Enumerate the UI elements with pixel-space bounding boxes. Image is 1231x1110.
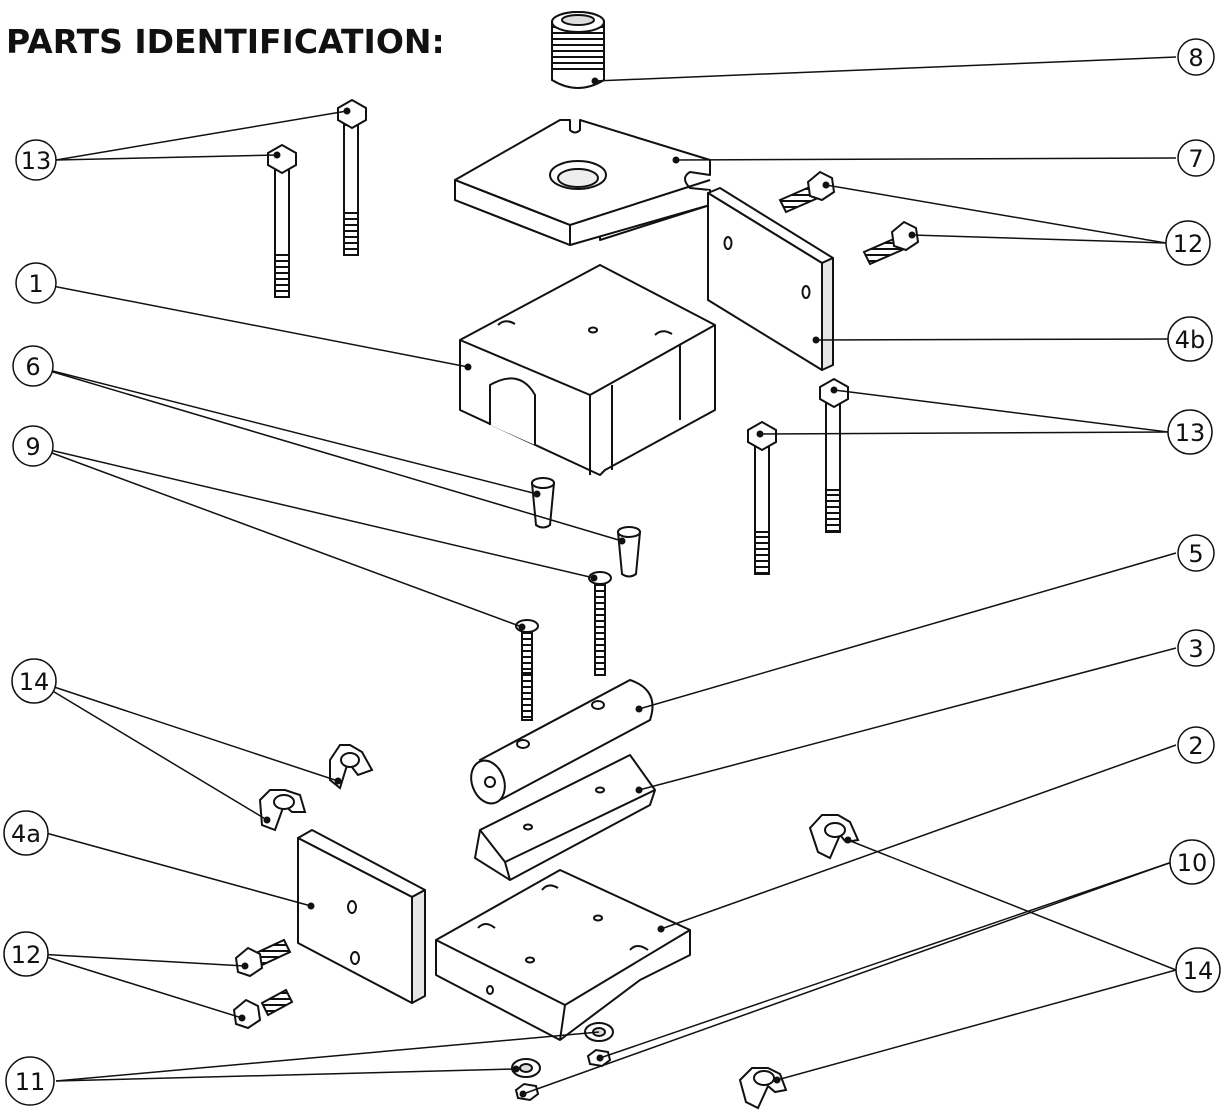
part-4a-side-plate [297, 829, 426, 1004]
callout-11: 11 [5, 1056, 55, 1106]
part-6-dowel-pins [530, 477, 642, 578]
callout-label: 7 [1188, 145, 1203, 173]
callout-label: 13 [21, 147, 52, 175]
part-4b-side-plate [707, 187, 834, 371]
part-3-wedge-bar [474, 754, 656, 881]
callout-label: 2 [1188, 732, 1203, 760]
callout-4a: 4a [3, 810, 49, 856]
callout-2: 2 [1177, 726, 1215, 764]
part-5-cylinder [470, 678, 654, 805]
callout-label: 11 [15, 1068, 46, 1096]
callout-14-right: 14 [1175, 947, 1221, 993]
part-10-11-nuts-washers [511, 1022, 614, 1102]
leader-lines [32, 56, 1177, 1095]
callout-3: 3 [1177, 629, 1215, 667]
callout-label: 13 [1175, 419, 1206, 447]
callout-label: 14 [19, 668, 50, 696]
part-2-base-plate [435, 869, 691, 1041]
part-13-long-bolts-right [747, 377, 849, 575]
callout-12-top: 12 [1165, 220, 1211, 266]
callout-label: 12 [11, 941, 42, 969]
part-8-threaded-knob [551, 11, 605, 89]
callout-label: 3 [1188, 635, 1203, 663]
callout-4b: 4b [1167, 316, 1213, 362]
part-7-top-plate [454, 119, 711, 246]
callout-label: 14 [1183, 957, 1214, 985]
part-13-long-bolts-top [267, 98, 367, 298]
callout-7: 7 [1177, 139, 1215, 177]
part-1-main-block [459, 264, 716, 476]
callout-label: 4b [1175, 326, 1206, 354]
part-12-short-bolts-bottom [232, 938, 294, 1030]
callout-label: 5 [1188, 540, 1203, 568]
callout-5: 5 [1177, 534, 1215, 572]
callout-label: 8 [1188, 44, 1203, 72]
callout-label: 4a [11, 820, 41, 848]
callout-label: 12 [1173, 230, 1204, 258]
page-title: PARTS IDENTIFICATION: [6, 22, 445, 61]
part-9-screws [515, 571, 612, 721]
callout-14-left: 14 [11, 658, 57, 704]
callout-8: 8 [1177, 38, 1215, 76]
callout-label: 9 [25, 433, 40, 461]
callout-label: 6 [25, 353, 40, 381]
part-14-wing-nuts-left [258, 744, 374, 832]
callout-label: 1 [28, 270, 43, 298]
callout-6: 6 [12, 345, 54, 387]
callout-label: 10 [1177, 849, 1208, 877]
part-14-wing-nuts-right [738, 814, 860, 1110]
callout-9: 9 [12, 425, 54, 467]
callout-13-top: 13 [15, 139, 57, 181]
callout-13-right: 13 [1167, 409, 1213, 455]
callout-1: 1 [15, 262, 57, 304]
callout-12-bottom: 12 [3, 931, 49, 977]
callout-10: 10 [1169, 839, 1215, 885]
